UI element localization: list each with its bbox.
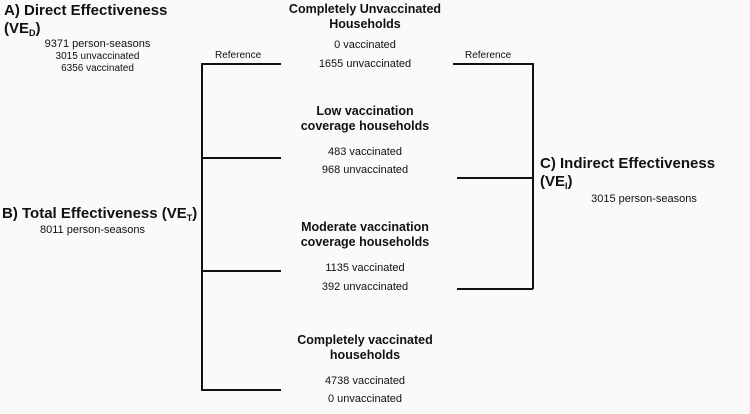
direct-vaccinated: 6356 vaccinated xyxy=(61,63,134,74)
indirect-effectiveness-title: C) Indirect Effectiveness (VEI) xyxy=(538,155,750,191)
right-connector-group2 xyxy=(457,177,533,179)
group-unvaccinated-count: 392 unvaccinated xyxy=(321,281,409,293)
group-vaccinated-count: 4738 vaccinated xyxy=(324,375,406,387)
direct-reference-label: Reference xyxy=(215,50,262,61)
group-completely-unvaccinated: Completely Unvaccinated Households 0 vac… xyxy=(280,2,450,71)
direct-title-end: ) xyxy=(35,20,41,37)
group-title-line1: Completely Unvaccinated xyxy=(288,2,442,16)
group-unvaccinated-count: 968 unvaccinated xyxy=(321,164,409,176)
direct-effectiveness-block: A) Direct Effectiveness (VED) 9371 perso… xyxy=(0,2,195,75)
right-bracket-vertical xyxy=(532,63,534,289)
direct-effectiveness-title: A) Direct Effectiveness (VED) xyxy=(0,2,195,38)
total-person-seasons: 8011 person-seasons xyxy=(40,224,145,236)
group-low-coverage: Low vaccination coverage households 483 … xyxy=(280,104,450,177)
right-connector-group1 xyxy=(453,63,533,65)
direct-unvaccinated: 3015 unvaccinated xyxy=(55,51,140,62)
indirect-effectiveness-block: C) Indirect Effectiveness (VEI) 3015 per… xyxy=(538,155,750,206)
total-effectiveness-block: B) Total Effectiveness (VET) 8011 person… xyxy=(0,205,205,237)
indirect-reference-label: Reference xyxy=(465,50,512,61)
left-bracket-vertical xyxy=(201,63,203,390)
right-connector-group3 xyxy=(457,288,533,290)
group-title-line2: households xyxy=(329,348,401,362)
left-connector-group3 xyxy=(201,270,281,272)
total-title-sub: T xyxy=(186,213,193,223)
left-connector-group4 xyxy=(201,389,281,391)
direct-person-seasons: 9371 person-seasons xyxy=(44,38,151,50)
total-effectiveness-title: B) Total Effectiveness (VET) xyxy=(0,205,205,223)
group-title-line2: coverage households xyxy=(300,235,430,249)
group-vaccinated-count: 483 vaccinated xyxy=(328,146,402,158)
group-vaccinated-count: 1135 vaccinated xyxy=(325,262,405,274)
indirect-title-main: C) Indirect Effectiveness (VE xyxy=(540,155,716,190)
group-moderate-coverage: Moderate vaccination coverage households… xyxy=(280,220,450,294)
group-unvaccinated-count: 1655 unvaccinated xyxy=(318,58,412,70)
indirect-title-end: ) xyxy=(567,173,573,190)
group-title-line2: Households xyxy=(329,17,401,31)
indirect-title-sub: I xyxy=(565,181,568,191)
direct-title-sub: D xyxy=(29,28,36,38)
group-unvaccinated-count: 0 unvaccinated xyxy=(328,393,402,405)
direct-title-main: A) Direct Effectiveness (VE xyxy=(4,2,168,37)
group-title-line2: coverage households xyxy=(300,119,430,133)
total-title-end: ) xyxy=(192,205,198,222)
total-title-main: B) Total Effectiveness (VE xyxy=(2,205,187,222)
indirect-person-seasons: 3015 person-seasons xyxy=(591,193,697,205)
left-connector-group2 xyxy=(201,157,281,159)
group-completely-vaccinated: Completely vaccinated households 4738 va… xyxy=(280,333,450,406)
group-title-line1: Low vaccination xyxy=(316,104,414,118)
group-title-line1: Completely vaccinated xyxy=(297,333,433,347)
group-vaccinated-count: 0 vaccinated xyxy=(334,39,396,51)
left-connector-group1 xyxy=(201,63,281,65)
group-title-line1: Moderate vaccination xyxy=(301,220,429,234)
